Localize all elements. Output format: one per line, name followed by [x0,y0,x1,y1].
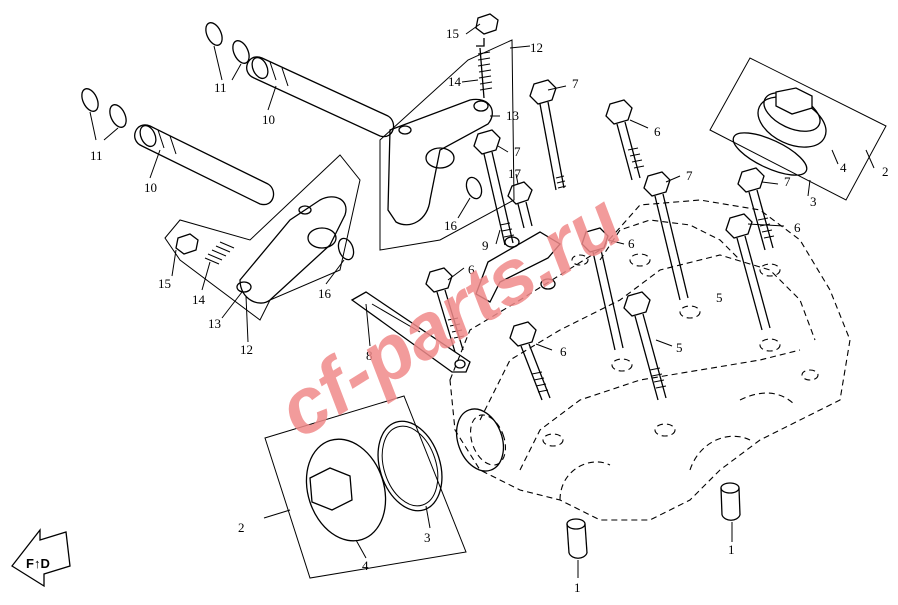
callout-6: 6 [628,236,635,251]
callout-6: 6 [560,344,567,359]
leader-lines [89,23,875,578]
callout-4: 4 [840,160,847,175]
callout-6: 6 [794,220,801,235]
callout-1: 1 [574,580,581,595]
callout-13: 13 [208,316,221,331]
cover-assembly-lower [264,395,467,579]
callout-13: 13 [506,108,519,123]
callout-11: 11 [214,80,227,95]
callout-5: 5 [716,290,723,305]
fwd-label: F↑D [26,556,50,571]
callout-4: 4 [362,558,369,573]
rocker-arm-upper-box [379,13,515,251]
callout-16: 16 [444,218,458,233]
callout-7: 7 [784,174,791,189]
callout-17: 17 [508,166,522,181]
callout-7: 7 [572,76,579,91]
callout-9: 9 [482,238,489,253]
bolt-7-top [529,79,567,191]
callout-7: 7 [686,168,693,183]
cam-seal-opening [455,408,507,472]
callout-16: 16 [318,286,332,301]
callout-14: 14 [192,292,206,307]
bolt-7-right [643,171,689,301]
callout-7: 7 [514,144,521,159]
callout-15: 15 [158,276,171,291]
bolt-6-top [605,99,645,181]
chain-guide-8 [350,291,471,373]
cover-assembly-upper [709,57,887,201]
callout-15: 15 [446,26,459,41]
callout-10: 10 [144,180,157,195]
bolt-6-left [425,267,465,353]
callout-1: 1 [728,542,735,557]
ring-16 [337,176,483,261]
callout-6: 6 [468,262,475,277]
callout-10: 10 [262,112,275,127]
callout-14: 14 [448,74,462,89]
rocker-shaft-lower [134,124,275,206]
callout-2: 2 [238,520,245,535]
callout-8: 8 [366,348,373,363]
callout-12: 12 [240,342,253,357]
dowel-pin-1-left [566,518,588,559]
callout-6: 6 [654,124,661,139]
rocker-shaft-upper [246,56,395,138]
o-rings-11 [81,22,250,128]
callout-3: 3 [810,194,817,209]
callout-11: 11 [90,148,103,163]
bolt-5-center [623,291,667,401]
rocker-arm-lower-box [164,154,361,321]
bolt-7-mid [473,129,515,246]
callout-5: 5 [676,340,683,355]
bolt-center [581,227,624,351]
dowel-pin-1-right [720,482,741,521]
bolt-5-right [725,213,771,331]
bolt-6-bottom [509,321,551,401]
callout-3: 3 [424,530,431,545]
callouts: 15 12 14 13 11 10 11 10 7 6 7 17 16 9 7 … [90,26,889,595]
callout-12: 12 [530,40,543,55]
callout-2: 2 [882,164,889,179]
forward-arrow-icon: F↑D [11,528,71,588]
tensioner-bracket-9 [475,231,561,303]
